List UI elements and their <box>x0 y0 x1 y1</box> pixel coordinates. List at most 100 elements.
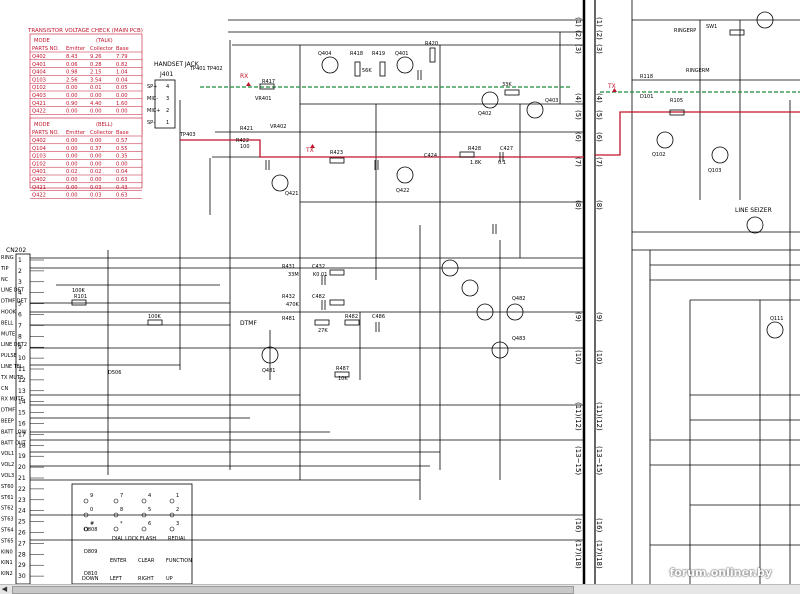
bottom-label-1: LEFT <box>110 576 123 582</box>
sw1-label: SW1 <box>706 24 717 30</box>
r431-label: R431 <box>282 264 295 270</box>
table-bell-cell-5-1: 0.00 <box>66 177 78 183</box>
connector-pin-number-21: 21 <box>18 475 26 482</box>
connector-pin-number-7: 7 <box>18 322 22 329</box>
bus-left-3: (4) <box>574 93 582 103</box>
table-bell-header-3: Base <box>116 130 129 136</box>
table-talk-cell-3-0: Q103 <box>32 77 46 83</box>
bus-left-9: (10) <box>574 350 582 365</box>
table-bell-cell-3-2: 0.00 <box>90 161 102 167</box>
scroll-left-icon[interactable]: ◀ <box>1 585 8 593</box>
connector-pin-number-16: 16 <box>18 421 26 428</box>
table-bell-cell-2-3: 0.35 <box>116 154 128 160</box>
bus-labels-right: (1)(2)(3)(4)(5)(6)(7)(8)(9)(10)(11)(12)(… <box>595 17 603 569</box>
dtmf-label: DTMF <box>240 320 257 327</box>
key-1-3: 2 <box>176 507 179 513</box>
connector-pin-label-18: BATT OUT <box>1 440 27 446</box>
table-talk-cell-1-1: 0.06 <box>66 62 78 68</box>
handset-title: HANDSET JACK <box>154 61 200 68</box>
connector-pin-label-20: VOL2 <box>1 462 14 468</box>
val-1-8k: 1.8K <box>470 160 482 166</box>
connector-pin-number-23: 23 <box>18 497 26 504</box>
handset-pinno-3: 2 <box>166 108 169 114</box>
bus-left-0: (1) <box>574 17 582 27</box>
resistor-symbols <box>71 29 745 378</box>
func-label-1: FLASH <box>140 536 156 542</box>
bottom-label-2: RIGHT <box>138 576 155 582</box>
connector-pin-number-10: 10 <box>18 355 26 362</box>
connector-pin-number-3: 3 <box>18 279 22 286</box>
bus-left-7: (8) <box>574 200 582 210</box>
bus-left-13: (17)(18) <box>574 540 582 569</box>
bus-right-11: (13~15) <box>595 446 603 475</box>
key-0-3: 1 <box>176 493 179 499</box>
table-bell-cell-7-2: 0.03 <box>90 193 102 199</box>
table-talk-cell-7-0: Q422 <box>32 109 46 115</box>
bus-left-5: (6) <box>574 132 582 142</box>
connector-pin-label-6: HOOK <box>1 310 17 316</box>
capacitor-symbols <box>265 70 504 332</box>
c432-label: C482 <box>312 294 325 300</box>
table-talk-cell-2-3: 1.04 <box>116 70 128 76</box>
connector-pin-label-16: BEEP <box>1 419 14 425</box>
table-bell-cell-4-3: 0.04 <box>116 169 128 175</box>
connector-pin-number-8: 8 <box>18 333 22 340</box>
connector-pin-label-4: LINE DET <box>1 288 25 294</box>
line-seizer-label: LINE SEIZER <box>735 207 772 214</box>
table-bell-cell-3-1: 0.00 <box>66 161 78 167</box>
key-contact-1-3 <box>169 512 175 518</box>
table-talk-cell-5-1: 0.00 <box>66 93 78 99</box>
connector-pin-label-29: KIN1 <box>1 560 13 566</box>
diode-d808: D808 <box>84 527 97 533</box>
connector-pin-number-9: 9 <box>18 344 22 351</box>
connector-pin-label-13: CN <box>1 386 8 392</box>
bus-right-2: (3) <box>595 44 603 54</box>
bus-labels-left: (1)(2)(3)(4)(5)(6)(7)(8)(9)(10)(11)(12)(… <box>574 17 582 569</box>
connector-pin-label-22: ST60 <box>1 484 14 490</box>
func2-label-2: FUNCTION <box>166 558 192 564</box>
c431-label: C432 <box>312 264 325 270</box>
key-contact-2-0 <box>83 526 89 532</box>
connector-pin-number-26: 26 <box>18 530 26 537</box>
q481-label: Q481 <box>262 368 275 374</box>
connector-pin-number-30: 30 <box>18 573 26 580</box>
table-bell-cell-5-2: 0.00 <box>90 177 102 183</box>
q421-label: Q421 <box>285 191 298 197</box>
func-label-0: DIAL LOCK <box>112 536 139 542</box>
handset-pinno-2: 3 <box>166 96 169 102</box>
table-talk-cell-0-0: Q402 <box>32 54 46 60</box>
bus-left-11: (13~15) <box>574 446 582 475</box>
connector-pin-label-12: TX MUTE <box>0 375 23 381</box>
connector-pin-number-2: 2 <box>18 268 22 275</box>
table-bell-header-0: PARTS NO. <box>32 130 59 136</box>
signal-labels: RX TX TX DTMF LINE SEIZER RINGERM RINGER… <box>240 28 772 327</box>
bus-left-12: (16) <box>574 518 582 533</box>
connector-pin-label-15: DTMF <box>1 408 15 414</box>
table-bell-cell-7-0: Q422 <box>32 193 46 199</box>
ringerm-label: RINGERM <box>686 68 710 74</box>
val-100: 100 <box>240 144 250 150</box>
func-label-2: REDIAL <box>168 536 186 542</box>
key-contact-0-1 <box>113 498 119 504</box>
key-2-1: * <box>120 521 123 527</box>
r101-label: R105 <box>670 98 683 104</box>
handset-jack: HANDSET JACK J401 SP+ MIC- MIC+ SP- 4 3 … <box>147 61 223 138</box>
q403-label: Q403 <box>545 98 558 104</box>
connector-pin-label-9: LINE DET2 <box>1 342 27 348</box>
r420-label: R420 <box>425 41 438 47</box>
tp401-label: TP401 <box>189 66 206 72</box>
table-talk-title: TRANSISTOR VOLTAGE CHECK (MAIN PCB) <box>27 28 143 34</box>
bus-right-8: (9) <box>595 312 603 322</box>
connector-pin-number-27: 27 <box>18 540 26 547</box>
r421-label: R421 <box>240 126 253 132</box>
bus-right-5: (6) <box>595 132 603 142</box>
handset-pin-3: MIC+ <box>147 108 160 114</box>
key-contact-0-2 <box>141 498 147 504</box>
val-100k-2: 100K <box>148 314 162 320</box>
bus-right-9: (10) <box>595 350 603 365</box>
connector-pin-label-7: BELL <box>1 320 13 326</box>
table-talk-cell-4-2: 0.01 <box>90 85 102 91</box>
connector-pin-label-17: BATT LOW <box>1 429 27 435</box>
table-talk-cell-6-2: 4.40 <box>90 101 102 107</box>
vr401-label: VR401 <box>255 96 271 102</box>
